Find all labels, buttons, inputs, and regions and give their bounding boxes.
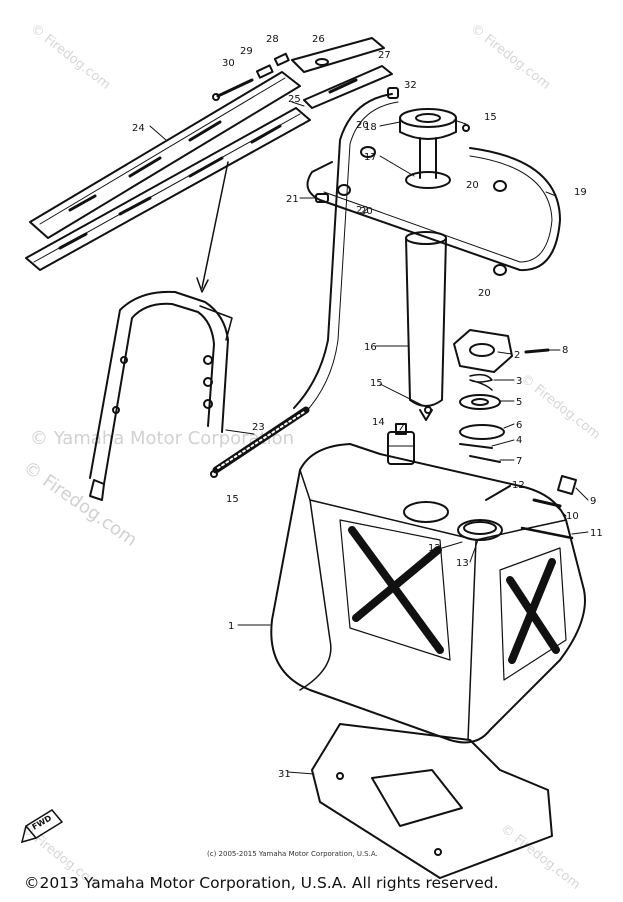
label-part-4: 4: [516, 435, 522, 446]
label-part-5: 5: [516, 397, 522, 408]
label-part-15-b: 15: [370, 378, 383, 389]
label-part-20-c: 20: [360, 206, 373, 217]
filler-cap-18: [399, 108, 457, 140]
fuel-hose-22: [293, 93, 399, 415]
label-part-8: 8: [562, 345, 568, 356]
label-part-24: 24: [132, 123, 145, 134]
label-part-16: 16: [364, 342, 377, 353]
base-plate-31: [311, 723, 553, 879]
label-part-30: 30: [222, 58, 235, 69]
label-part-29: 29: [240, 46, 253, 57]
pin-7: [469, 455, 501, 463]
mounting-rail-24: [29, 71, 301, 239]
label-part-26: 26: [312, 34, 325, 45]
copyright-main: ©2013 Yamaha Motor Corporation, U.S.A. A…: [24, 874, 499, 892]
clip-15-a: [462, 124, 470, 132]
hose-protector-23: [212, 406, 310, 474]
assembly-arrow: [196, 161, 229, 293]
bracket-26: [291, 37, 385, 73]
label-part-25: 25: [288, 94, 301, 105]
label-part-12-b: 12: [428, 543, 441, 554]
label-part-1: 1: [228, 621, 234, 632]
label-part-13: 13: [456, 558, 469, 569]
watermark-firedog-top-left: © Firedog.com: [28, 21, 113, 92]
grommet-20-c: [493, 180, 507, 192]
filler-ring-13: [463, 521, 497, 535]
clip-15-c: [210, 470, 218, 478]
label-part-6: 6: [516, 420, 522, 431]
label-part-3: 3: [516, 376, 522, 387]
label-part-2: 2: [514, 350, 520, 361]
watermark-firedog-bottom-right: © Firedog.com: [498, 821, 583, 892]
hold-down-strap: [89, 290, 233, 501]
fuel-tank-1: [270, 443, 586, 744]
label-part-20-f: 20: [356, 120, 369, 131]
bolt-28: [273, 52, 290, 67]
bolt-30: [212, 78, 254, 101]
label-part-27: 27: [378, 50, 391, 61]
leader-lines: [149, 101, 589, 775]
watermark-firedog-top-right: © Firedog.com: [468, 21, 553, 92]
fuel-cock-14: [387, 423, 415, 465]
copyright-small: (c) 2005-2015 Yamaha Motor Corporation, …: [207, 850, 378, 858]
clip-15-b: [424, 406, 432, 414]
clip-32: [387, 87, 399, 99]
label-part-10: 10: [566, 511, 579, 522]
label-part-18: 18: [364, 122, 377, 133]
fuel-pump-body-2: [453, 329, 513, 373]
spring-3: [469, 373, 493, 391]
grommet-20-d: [493, 264, 507, 276]
label-part-31: 31: [278, 769, 291, 780]
label-part-12-a: 12: [512, 480, 525, 491]
label-part-21: 21: [286, 194, 299, 205]
label-part-23: 23: [252, 422, 265, 433]
label-part-17: 17: [364, 152, 377, 163]
rail-piece-27: [303, 65, 393, 109]
bolt-29: [255, 64, 274, 79]
label-part-14: 14: [372, 417, 385, 428]
label-part-20-e: 20: [478, 288, 491, 299]
label-part-9: 9: [590, 496, 596, 507]
grommet-20-a: [360, 146, 376, 158]
watermark-firedog-right: © Firedog.com: [518, 371, 603, 442]
label-part-7: 7: [516, 456, 522, 467]
screw-11: [520, 526, 574, 540]
filler-tube-17: [405, 137, 451, 189]
vent-hose-19: [306, 147, 561, 272]
label-part-15-a: 15: [484, 112, 497, 123]
screw-8: [524, 348, 550, 354]
mounting-rail-25: [25, 107, 311, 271]
label-part-22: 22: [356, 205, 369, 216]
label-part-19: 19: [574, 187, 587, 198]
screen-6: [459, 424, 505, 440]
clamp-9: [557, 475, 577, 495]
gasket-5: [459, 394, 501, 410]
label-part-20-d: 20: [466, 180, 479, 191]
label-part-32: 32: [404, 80, 417, 91]
fuel-filter-16: [405, 231, 447, 421]
watermark-firedog-left: © Firedog.com: [19, 457, 141, 551]
label-part-28: 28: [266, 34, 279, 45]
part-number-labels: 1 2 3 4 5 6 7 8 9 10 11 12 12 13 14 15 1…: [132, 34, 603, 780]
pin-4: [459, 443, 493, 449]
grommet-20-b: [337, 184, 351, 196]
label-part-11: 11: [590, 528, 603, 539]
label-part-15-c: 15: [226, 494, 239, 505]
